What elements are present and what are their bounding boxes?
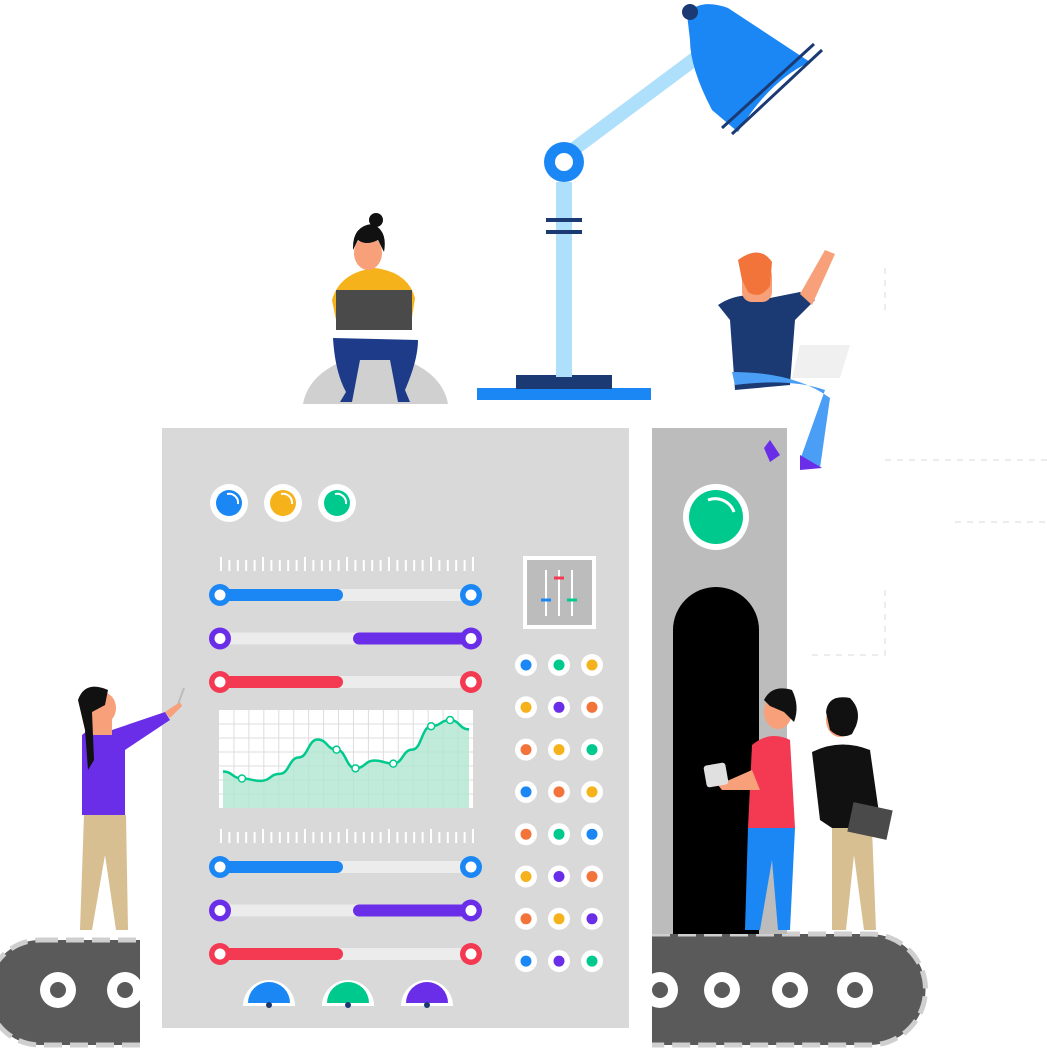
slider[interactable] [209,671,482,693]
person-with-book [812,697,893,930]
chart-point [389,759,398,768]
machine-side-panel [652,428,787,934]
tick-scale-top [220,557,474,571]
chart-point [426,721,436,731]
slider[interactable] [209,584,482,606]
slider-group-bottom [209,856,482,965]
gauge-dial [401,980,453,1008]
chart-point [237,774,247,783]
gauge-dial [243,980,295,1008]
conveyor-belt-left [0,937,143,1048]
dome-seat [303,355,448,404]
chart-point [332,745,341,754]
person-pointing [78,686,185,930]
conveyor-belt-right [642,931,928,1048]
side-indicator-light[interactable] [683,484,749,550]
chart-point [445,715,455,725]
machine-doorway [673,587,759,934]
tick-scale-bottom [220,829,474,843]
mini-chart-panel [219,710,473,808]
indicator-lights [210,484,356,522]
slider-group-top [209,584,482,693]
person-with-tablet [703,688,797,930]
person-sitting-laptop-right [718,250,850,470]
slider[interactable] [209,856,482,878]
desk-lamp [477,4,824,400]
slider[interactable] [209,627,482,650]
gauge-dial [322,980,374,1008]
gauge-group [243,980,453,1008]
equalizer-icon[interactable] [523,556,596,629]
chart-area [223,720,469,808]
dashed-frame-decoration [808,268,1047,656]
status-dot-grid [515,654,603,973]
slider[interactable] [209,943,482,965]
person-sitting-laptop [332,213,418,402]
chart-point [351,764,360,773]
slider[interactable] [209,899,482,922]
